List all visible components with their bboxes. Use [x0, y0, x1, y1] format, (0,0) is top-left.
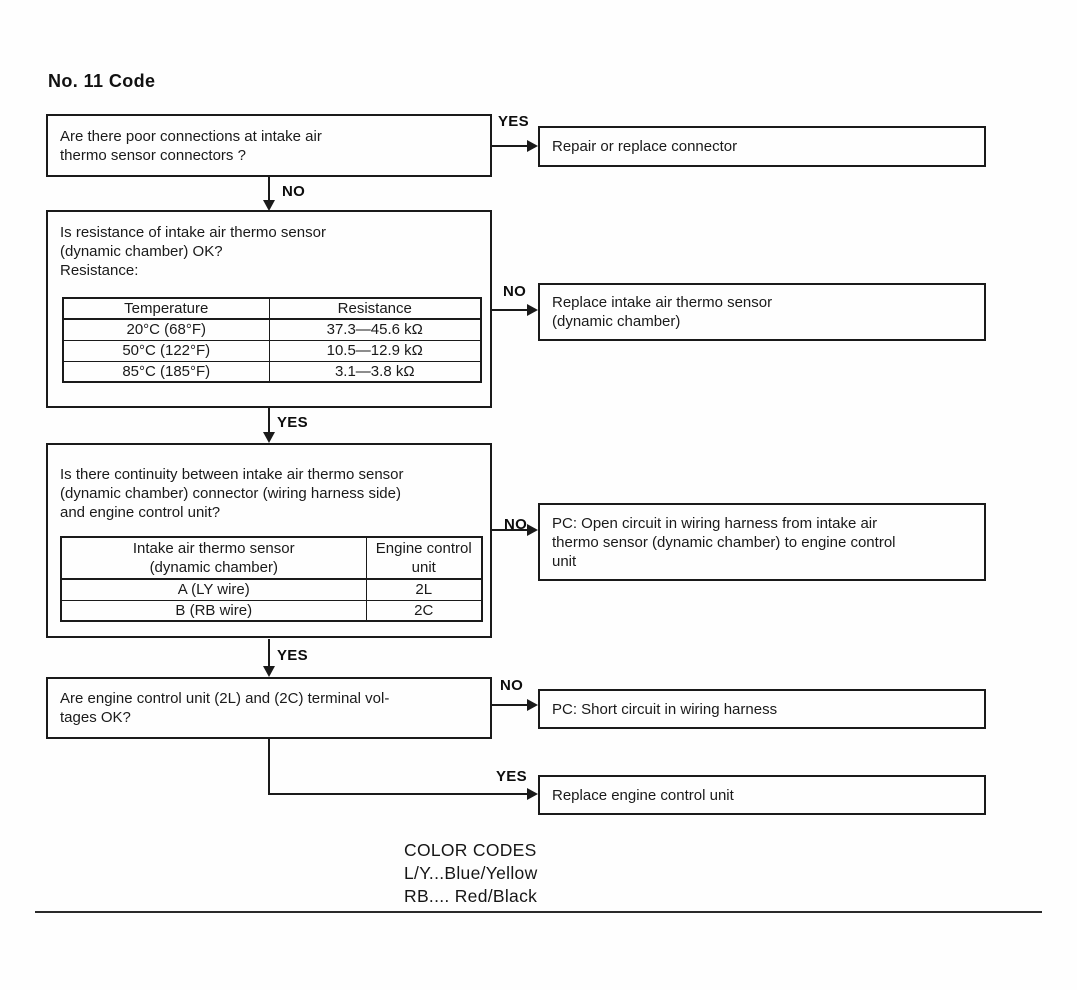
terminal-cell: 2L	[365, 578, 483, 601]
col-header-temperature: Temperature	[62, 297, 270, 320]
q4-yes-connector-hline	[268, 793, 528, 795]
yes-label-q4: YES	[496, 768, 527, 785]
q3-yes-connector-line	[268, 639, 270, 668]
bottom-divider	[35, 911, 1042, 913]
col-header-resistance: Resistance	[268, 297, 482, 320]
q1-yes-arrowhead-icon	[527, 140, 538, 152]
text-line: (dynamic chamber) OK?	[60, 243, 223, 260]
terminal-cell: 2C	[365, 599, 483, 622]
temperature-cell: 85°C (185°F)	[62, 360, 270, 383]
text-line: thermo sensor (dynamic chamber) to engin…	[552, 534, 896, 551]
text-line: Are engine control unit (2L) and (2C) te…	[60, 690, 390, 707]
yes-label-q3: YES	[277, 647, 308, 664]
q1-no-connector-line	[268, 177, 270, 202]
resistance-cell: 10.5—12.9 kΩ	[268, 339, 482, 362]
color-codes-block: COLOR CODES L/Y...Blue/Yellow RB.... Red…	[404, 839, 538, 908]
text-line: Are there poor connections at intake air	[60, 128, 322, 145]
text-line: (dynamic chamber)	[552, 313, 681, 330]
q1-yes-connector-line	[492, 145, 528, 147]
table-row: 20°C (68°F) 37.3—45.6 kΩ	[62, 318, 482, 341]
table-row: 50°C (122°F) 10.5—12.9 kΩ	[62, 339, 482, 362]
resistance-table: Temperature Resistance 20°C (68°F) 37.3—…	[62, 297, 482, 383]
decision-box-poor-connections: Are there poor connections at intake air…	[46, 114, 492, 177]
q2-yes-arrowhead-icon	[263, 432, 275, 443]
q3-yes-arrowhead-icon	[263, 666, 275, 677]
text-line: Is there continuity between intake air t…	[60, 466, 404, 483]
header-line: Engine control	[375, 540, 472, 557]
text-line: PC: Open circuit in wiring harness from …	[552, 515, 878, 532]
decision-box-terminal-voltages: Are engine control unit (2L) and (2C) te…	[46, 677, 492, 739]
temperature-cell: 50°C (122°F)	[62, 339, 270, 362]
text-line: Replace intake air thermo sensor	[552, 294, 773, 311]
yes-label-q2: YES	[277, 414, 308, 431]
q2-no-connector-line	[492, 309, 528, 311]
text-line: and engine control unit?	[60, 504, 221, 521]
text-line: Resistance:	[60, 262, 139, 279]
text-line: (dynamic chamber) connector (wiring harn…	[60, 485, 401, 502]
no-label-q3: NO	[504, 516, 528, 533]
no-label-q1: NO	[282, 183, 306, 200]
text-line: tages OK?	[60, 709, 131, 726]
resistance-cell: 3.1—3.8 kΩ	[268, 360, 482, 383]
wire-cell: A (LY wire)	[60, 578, 367, 601]
action-box-open-circuit: PC: Open circuit in wiring harness from …	[538, 503, 986, 581]
color-code-line: RB.... Red/Black	[404, 886, 538, 906]
resistance-cell: 37.3—45.6 kΩ	[268, 318, 482, 341]
continuity-table: Intake air thermo sensor (dynamic chambe…	[60, 536, 483, 622]
q4-yes-connector-vline	[268, 739, 270, 795]
q2-no-arrowhead-icon	[527, 304, 538, 316]
table-row: 85°C (185°F) 3.1—3.8 kΩ	[62, 360, 482, 383]
text-line: Replace engine control unit	[552, 786, 734, 804]
text-line: PC: Short circuit in wiring harness	[552, 700, 778, 718]
decision-box-resistance: Is resistance of intake air thermo senso…	[46, 210, 492, 408]
q1-no-arrowhead-icon	[263, 200, 275, 211]
wire-cell: B (RB wire)	[60, 599, 367, 622]
col-header-sensor: Intake air thermo sensor (dynamic chambe…	[60, 536, 367, 580]
action-box-repair-connector: Repair or replace connector	[538, 126, 986, 167]
text-line: thermo sensor connectors ?	[60, 147, 246, 164]
q2-yes-connector-line	[268, 408, 270, 434]
color-code-line: L/Y...Blue/Yellow	[404, 863, 538, 883]
action-box-replace-ecu: Replace engine control unit	[538, 775, 986, 815]
no-label-q2: NO	[503, 283, 527, 300]
table-row: B (RB wire) 2C	[60, 599, 483, 622]
temperature-cell: 20°C (68°F)	[62, 318, 270, 341]
q4-yes-arrowhead-icon	[527, 788, 538, 800]
table-header-row: Intake air thermo sensor (dynamic chambe…	[60, 536, 483, 580]
table-header-row: Temperature Resistance	[62, 297, 482, 320]
yes-label-q1: YES	[498, 113, 529, 130]
text-line: Is resistance of intake air thermo senso…	[60, 224, 326, 241]
q3-no-connector-line	[490, 529, 528, 531]
table-row: A (LY wire) 2L	[60, 578, 483, 601]
text-line: unit	[552, 553, 577, 570]
q4-no-connector-line	[492, 704, 528, 706]
header-line: Intake air thermo sensor	[132, 540, 295, 557]
no-label-q4: NO	[500, 677, 524, 694]
text-line: Repair or replace connector	[552, 138, 738, 155]
decision-box-continuity: Is there continuity between intake air t…	[46, 443, 492, 638]
page-title: No. 11 Code	[48, 71, 156, 91]
header-line: unit	[411, 559, 436, 576]
action-box-short-circuit: PC: Short circuit in wiring harness	[538, 689, 986, 729]
col-header-ecu: Engine control unit	[365, 536, 483, 580]
q3-no-arrowhead-icon	[527, 524, 538, 536]
q4-no-arrowhead-icon	[527, 699, 538, 711]
header-line: (dynamic chamber)	[149, 559, 278, 576]
color-codes-title: COLOR CODES	[404, 840, 537, 860]
action-box-replace-sensor: Replace intake air thermo sensor (dynami…	[538, 283, 986, 341]
